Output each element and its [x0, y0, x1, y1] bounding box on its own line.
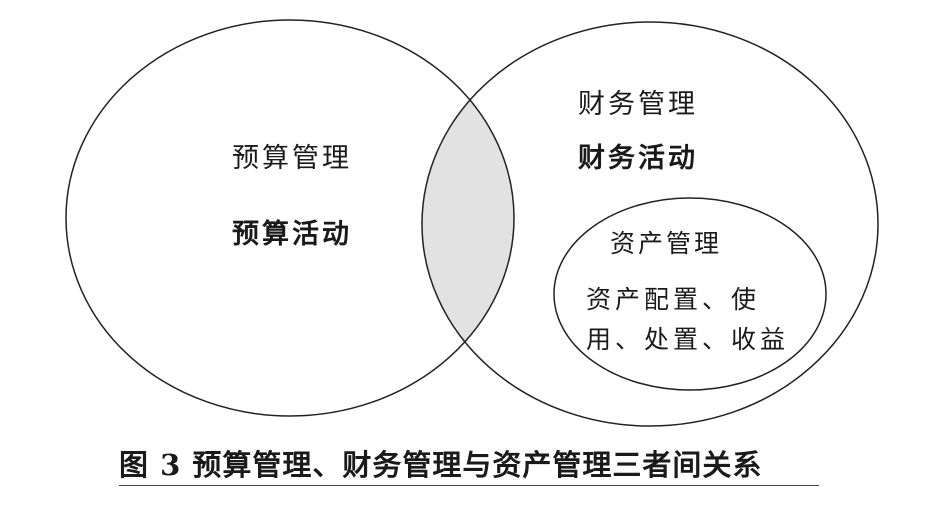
finance-circle [421, 21, 879, 427]
budget-activity-label: 预算活动 [232, 219, 352, 250]
finance-management-label: 财务管理 [578, 89, 698, 120]
asset-activities-line2: 用、处置、收益 [586, 325, 790, 354]
budget-circle [65, 19, 515, 417]
caption-underline [119, 485, 819, 486]
figure-caption: 图 3 预算管理、财务管理与资产管理三者间关系 [119, 448, 763, 482]
finance-activity-label: 财务活动 [578, 143, 698, 174]
asset-management-label: 资产管理 [610, 229, 723, 258]
venn-diagram [65, 19, 879, 427]
asset-activities-line1: 资产配置、使 [586, 285, 761, 314]
asset-circle [553, 197, 827, 391]
budget-management-label: 预算管理 [232, 143, 352, 174]
